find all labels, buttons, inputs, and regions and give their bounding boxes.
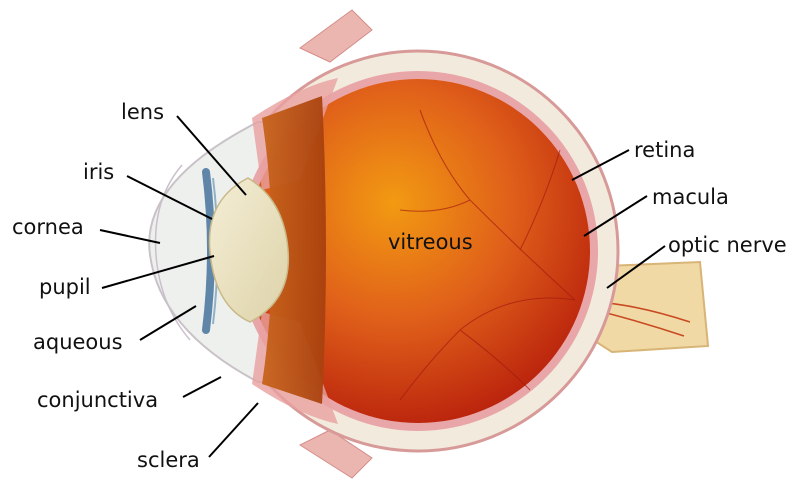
label-cornea: cornea <box>12 215 84 239</box>
label-conjunctiva: conjunctiva <box>37 388 158 412</box>
upper-muscle <box>300 10 372 62</box>
label-retina: retina <box>634 138 695 162</box>
label-lens: lens <box>121 100 164 124</box>
label-vitreous: vitreous <box>388 230 473 254</box>
label-macula: macula <box>652 185 729 209</box>
label-pupil: pupil <box>39 275 91 299</box>
leader-conjunctiva <box>183 377 221 397</box>
label-sclera: sclera <box>137 448 200 472</box>
label-optic-nerve: optic nerve <box>668 233 787 257</box>
label-aqueous: aqueous <box>33 330 123 354</box>
label-iris: iris <box>83 160 114 184</box>
leader-sclera <box>209 403 258 457</box>
